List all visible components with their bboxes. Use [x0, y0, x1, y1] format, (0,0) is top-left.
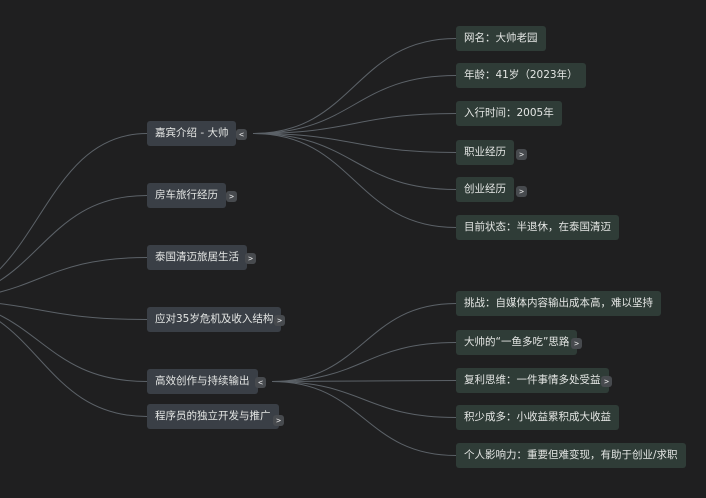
- node-start-year[interactable]: 入行时间：2005年: [456, 101, 562, 126]
- node-label: 创业经历: [464, 183, 506, 195]
- node-label: 个人影响力：重要但难变现，有助于创业/求职: [464, 449, 678, 461]
- expand-toggle-icon[interactable]: >: [516, 186, 527, 197]
- node-age35-crisis[interactable]: 应对35岁危机及收入结构: [147, 307, 282, 332]
- node-efficient-creation[interactable]: 高效创作与持续输出: [147, 369, 258, 394]
- edge-guest-to-child: [252, 38, 457, 134]
- edge-guest-to-child: [252, 113, 457, 134]
- node-career[interactable]: 职业经历: [456, 140, 514, 165]
- edge-root-to-topic: [0, 314, 148, 382]
- edge-guest-to-child: [252, 133, 457, 153]
- expand-toggle-icon[interactable]: >: [273, 415, 284, 426]
- edge-creation-to-child: [271, 381, 457, 418]
- node-accumulate-small[interactable]: 积少成多：小收益累积成大收益: [456, 405, 619, 430]
- node-label: 程序员的独立开发与推广: [155, 410, 271, 422]
- edge-creation-to-child: [271, 342, 457, 382]
- node-compound-thinking[interactable]: 复利思维：一件事情多处受益: [456, 368, 609, 393]
- expand-toggle-icon[interactable]: >: [245, 253, 256, 264]
- node-indie-dev[interactable]: 程序员的独立开发与推广: [147, 404, 279, 429]
- expand-toggle-icon[interactable]: >: [601, 376, 612, 387]
- node-label: 房车旅行经历: [155, 189, 218, 201]
- edge-root-to-topic: [0, 257, 148, 293]
- node-label: 嘉宾介绍 - 大帅: [155, 127, 229, 139]
- node-personal-influence[interactable]: 个人影响力：重要但难变现，有助于创业/求职: [456, 443, 686, 468]
- edge-root-to-topic: [0, 195, 148, 282]
- node-rv-travel[interactable]: 房车旅行经历: [147, 183, 226, 208]
- edge-root-to-topic: [0, 321, 148, 417]
- node-label: 年龄：41岁（2023年）: [464, 69, 578, 81]
- node-label: 泰国清迈旅居生活: [155, 251, 239, 263]
- node-label: 复利思维：一件事情多处受益: [464, 374, 601, 386]
- node-label: 大帅的“一鱼多吃”思路: [464, 336, 570, 348]
- node-nickname[interactable]: 网名：大帅老园: [456, 26, 546, 51]
- expand-toggle-icon[interactable]: >: [571, 338, 582, 349]
- collapse-toggle-icon[interactable]: <: [236, 129, 247, 140]
- node-label: 高效创作与持续输出: [155, 375, 250, 387]
- node-label: 网名：大帅老园: [464, 32, 538, 44]
- node-one-fish-many-ways[interactable]: 大帅的“一鱼多吃”思路: [456, 330, 578, 355]
- collapse-toggle-icon[interactable]: <: [255, 377, 266, 388]
- node-label: 目前状态：半退休，在泰国清迈: [464, 221, 611, 233]
- node-startup[interactable]: 创业经历: [456, 177, 514, 202]
- edge-guest-to-child: [252, 75, 457, 134]
- expand-toggle-icon[interactable]: >: [516, 149, 527, 160]
- edge-creation-to-child: [271, 303, 457, 382]
- edge-root-to-topic: [0, 133, 148, 270]
- node-age[interactable]: 年龄：41岁（2023年）: [456, 63, 586, 88]
- expand-toggle-icon[interactable]: >: [226, 191, 237, 202]
- node-chiangmai-life[interactable]: 泰国清迈旅居生活: [147, 245, 247, 270]
- node-label: 职业经历: [464, 146, 506, 158]
- expand-toggle-icon[interactable]: >: [274, 315, 285, 326]
- edge-guest-to-child: [252, 133, 457, 190]
- edge-root-to-topic: [0, 303, 148, 320]
- node-label: 入行时间：2005年: [464, 107, 554, 119]
- node-label: 积少成多：小收益累积成大收益: [464, 411, 611, 423]
- edge-guest-to-child: [252, 133, 457, 228]
- edge-creation-to-child: [271, 380, 457, 382]
- node-current-status[interactable]: 目前状态：半退休，在泰国清迈: [456, 215, 619, 240]
- node-label: 挑战：自媒体内容输出成本高，难以坚持: [464, 297, 653, 309]
- node-challenge[interactable]: 挑战：自媒体内容输出成本高，难以坚持: [456, 291, 661, 316]
- node-label: 应对35岁危机及收入结构: [155, 313, 274, 325]
- node-guest-intro[interactable]: 嘉宾介绍 - 大帅: [147, 121, 237, 146]
- edge-creation-to-child: [271, 381, 457, 456]
